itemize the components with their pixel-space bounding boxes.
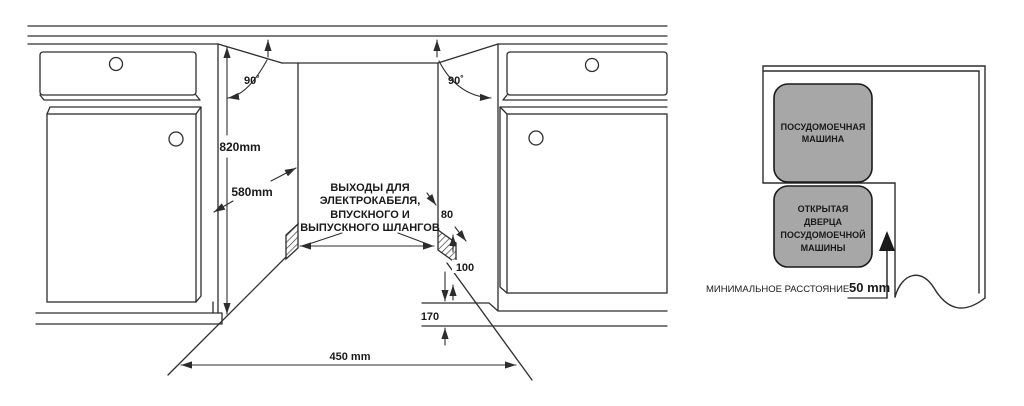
outlet-note-line-4: ВЫПУСКНОГО ШЛАНГОВ [300, 222, 440, 234]
dim-label-90-right: 90˚ [448, 75, 464, 87]
dim-90-right [433, 39, 492, 101]
outlet-note-line-2: ЭЛЕКТРОКАБЕЛЯ, [320, 195, 421, 207]
left-drawer-bottom-strip [39, 94, 201, 101]
dim-label-80: 80 [441, 209, 453, 221]
niche-top-bevel-right [437, 43, 499, 64]
outlet-note-line-1: ВЫХОДЫ ДЛЯ [330, 182, 409, 194]
outlet-leader-right [397, 232, 431, 246]
right-door-slab-edges [499, 106, 668, 294]
dim-label-580: 580mm [231, 185, 272, 199]
dimensions [180, 39, 517, 369]
counter-step-line [762, 182, 896, 298]
dim-label-100: 100 [456, 262, 474, 274]
niche-opening [167, 62, 533, 381]
left-door-knob [168, 131, 184, 147]
outlet-leaders [299, 232, 435, 250]
countertop [27, 25, 668, 64]
dishwasher-label-line-1: ПОСУДОМОЕЧНАЯ [781, 122, 866, 132]
niche-floor-right-diagonal [446, 262, 533, 381]
right-door-front [506, 113, 668, 294]
min-distance-value: 50 mm [849, 280, 890, 295]
dim-90-left [227, 39, 272, 100]
dim-label-450: 450 mm [330, 351, 371, 363]
niche-top-bevel-left [217, 43, 283, 64]
open-door-label-line-3: ПОСУДОМОЕЧНОЙ [780, 229, 865, 240]
dim-80 [426, 192, 467, 242]
left-plinth [35, 301, 223, 325]
dishwasher-label-line-2: МАШИНА [802, 134, 845, 144]
dim-label-90-left: 90˚ [244, 75, 260, 87]
outlet-note: ВЫХОДЫ ДЛЯ ЭЛЕКТРОКАБЕЛЯ, ВПУСКНОГО И ВЫ… [300, 182, 440, 234]
dishwasher-label: ПОСУДОМОЕЧНАЯ МАШИНА [781, 122, 866, 144]
dim-label-820: 820mm [219, 140, 260, 154]
min-distance-label: МИНИМАЛЬНОЕ РАССТОЯНИЕ [706, 284, 849, 295]
open-door-label-line-2: ДВЕРЦА [804, 217, 842, 227]
dim-label-100-bg [452, 260, 478, 273]
open-door-label-line-1: ОТКРЫТАЯ [798, 204, 849, 214]
right-drawer-knob [584, 57, 600, 73]
open-door-box [773, 185, 873, 268]
outlet-note-line-3: ВПУСКНОГО И [330, 209, 410, 221]
open-door-label: ОТКРЫТАЯ ДВЕРЦА ПОСУДОМОЕЧНОЙ МАШИНЫ [780, 204, 865, 253]
left-drawer-front [39, 51, 197, 96]
right-drawer-front [506, 51, 668, 96]
min-distance-arrow-head [879, 231, 895, 251]
dim-label-170: 170 [421, 311, 439, 323]
right-drawer-bottom-strip [502, 94, 668, 101]
left-drawer-knob [108, 56, 124, 72]
open-door-label-line-4: МАШИНЫ [801, 243, 846, 253]
left-door-front [46, 113, 197, 303]
left-door-slab-edges [46, 106, 202, 303]
dim-580 [213, 167, 297, 213]
outlet-leader-left [305, 232, 343, 246]
niche-cutout-panel: 820mm 580mm 90˚ 90˚ 80 100 170 450 mm ВЫ… [27, 25, 668, 381]
min-distance-callout: МИНИМАЛЬНОЕ РАССТОЯНИЕ 50 mm [706, 231, 895, 299]
wall-outline [762, 65, 986, 309]
right-door-knob [528, 130, 544, 146]
top-view-panel: ПОСУДОМОЕЧНАЯ МАШИНА ОТКРЫТАЯ ДВЕРЦА ПОС… [706, 65, 986, 309]
wall-inner-line [762, 70, 980, 294]
wall-outer-line [762, 65, 986, 299]
right-toe-kick [421, 302, 668, 327]
right-cabinet [421, 43, 668, 327]
dishwasher-box [773, 83, 873, 183]
outlet-hatch-left [285, 222, 299, 261]
wall-break-wave [894, 274, 986, 309]
left-cabinet [35, 43, 223, 325]
